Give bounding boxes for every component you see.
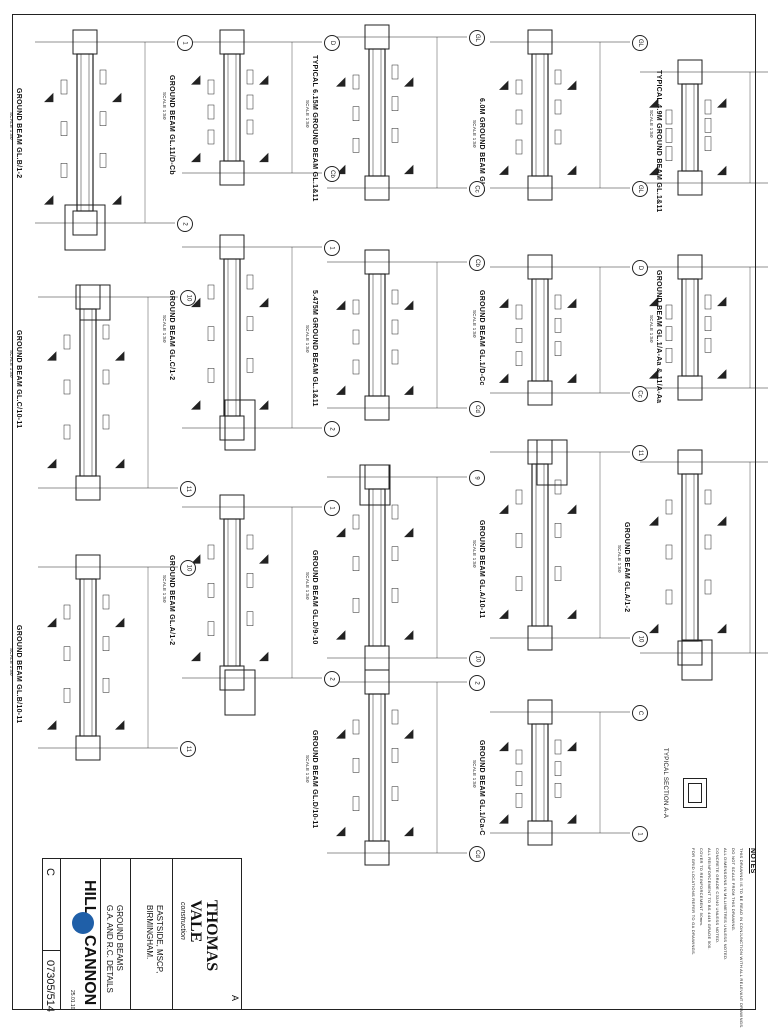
client-name-1: THOMAS	[203, 900, 220, 972]
beam-title: GROUND BEAM GL.1/D-Cc	[478, 290, 485, 386]
notes-heading: NOTES	[749, 848, 756, 874]
beam-scale: SCALE 1:50	[9, 648, 14, 676]
grid-bubble: Cb	[324, 166, 340, 182]
beam-title: GROUND BEAM GL.A/10-11	[478, 520, 485, 619]
note-item: ALL DIMENSIONS IN MILLIMETRES UNLESS NOT…	[723, 848, 728, 961]
firm-logo-left: HILL	[81, 880, 98, 916]
beam-title: TYPICAL 6.15M GROUND BEAM GL.1&11	[311, 55, 318, 202]
beam-title: GROUND BEAM GL.C/10-11	[15, 330, 22, 429]
beam-scale: SCALE 1:50	[162, 92, 167, 120]
title-block	[42, 858, 242, 1010]
grid-bubble: 1	[177, 35, 193, 51]
grid-bubble: Cd	[469, 401, 485, 417]
drawing-sheet	[12, 14, 756, 1010]
grid-bubble: 10	[469, 651, 485, 667]
beam-scale: SCALE 1:50	[472, 120, 477, 148]
drawing-number: 07305/514	[44, 960, 56, 1012]
grid-bubble: Cd	[469, 846, 485, 862]
date: 25.01.10	[69, 990, 75, 1010]
beam-title: GROUND BEAM GL.1/A-Aa & 11/A-Aa	[655, 270, 662, 404]
grid-bubble: 2	[469, 675, 485, 691]
note-item: COVER TO REINFORCEMENT 50mm.	[699, 848, 704, 927]
beam-scale: SCALE 1:50	[617, 545, 622, 573]
grid-bubble: 9	[469, 470, 485, 486]
revision-top: A	[230, 995, 240, 1002]
grid-bubble: 1	[324, 500, 340, 516]
beam-scale: SCALE 1:50	[162, 315, 167, 343]
beam-scale: SCALE 1:50	[305, 755, 310, 783]
grid-bubble: 2	[324, 671, 340, 687]
grid-bubble: 10	[180, 560, 196, 576]
beam-title: 5.475M GROUND BEAM GL.1&11	[311, 290, 318, 407]
grid-bubble: GL	[469, 30, 485, 46]
grid-bubble: Cb	[469, 255, 485, 271]
grid-bubble: Cc	[469, 181, 485, 197]
note-item: THIS DRAWING IS TO BE READ IN CONJUNCTIO…	[739, 848, 744, 1029]
grid-bubble: 1	[324, 240, 340, 256]
note-item: ALL REINFORCEMENT TO BS 4449 GRADE 500.	[707, 848, 712, 950]
beam-scale: SCALE 1:50	[162, 575, 167, 603]
beam-title: GROUND BEAM GL.A/1-2	[623, 522, 630, 613]
beam-scale: SCALE 1:50	[9, 350, 14, 378]
grid-bubble: GL	[632, 35, 648, 51]
project-line-2: BIRMINGHAM.	[145, 905, 154, 960]
note-item: FOR GRID LOCATIONS REFER TO GA DRAWINGS.	[691, 848, 696, 956]
note-item: CONCRETE GRADE C32/40 UNLESS NOTED.	[715, 848, 720, 944]
beam-title: GROUND BEAM GL.C/1-2	[168, 290, 175, 381]
beam-title: GROUND BEAM GL.11/D-Cb	[168, 75, 175, 175]
revision-letter: C	[44, 868, 56, 876]
beam-scale: SCALE 1:50	[472, 310, 477, 338]
client-name-2: VALE	[187, 900, 204, 943]
grid-bubble: 10	[180, 290, 196, 306]
grid-bubble: 11	[180, 741, 196, 757]
grid-bubble: D	[632, 260, 648, 276]
grid-bubble: C	[632, 705, 648, 721]
grid-bubble: 11	[180, 481, 196, 497]
beam-scale: SCALE 1:50	[649, 315, 654, 343]
grid-bubble: 10	[632, 631, 648, 647]
beam-scale: SCALE 1:50	[472, 760, 477, 788]
grid-bubble: 2	[324, 421, 340, 437]
grid-bubble: 2	[177, 216, 193, 232]
beam-title: GROUND BEAM GL.A/1-2	[168, 555, 175, 646]
beam-title: TYPICAL 4.9M GROUND BEAM GL.1&11	[655, 70, 662, 213]
beam-scale: SCALE 1:50	[305, 100, 310, 128]
beam-scale: SCALE 1:50	[9, 112, 14, 140]
beam-title: GROUND BEAM GL.1/Ca-C	[478, 740, 485, 836]
beam-scale: SCALE 1:50	[305, 325, 310, 353]
beam-scale: SCALE 1:50	[472, 540, 477, 568]
grid-bubble: GL	[632, 181, 648, 197]
beam-scale: SCALE 1:50	[305, 572, 310, 600]
beam-scale: SCALE 1:50	[649, 110, 654, 138]
project-line-1: EASTSIDE, MSCP,	[155, 905, 164, 974]
firm-logo-right: CANNON	[81, 935, 98, 1006]
drawing-title-2: G.A. AND R.C. DETAILS	[105, 905, 114, 993]
beam-title: 6.0M GROUND BEAM GL.1	[478, 98, 485, 193]
beam-title: GROUND BEAM GL.B/1-2	[15, 88, 22, 179]
section-box	[683, 778, 707, 808]
firm-logo-mark	[72, 912, 94, 934]
beam-title: GROUND BEAM GL.D/9-10	[311, 550, 318, 645]
grid-bubble: D	[324, 35, 340, 51]
client-name-3: construction	[179, 902, 186, 940]
grid-bubble: Cc	[632, 386, 648, 402]
beam-title: GROUND BEAM GL.D/10-11	[311, 730, 318, 829]
section-title: TYPICAL SECTION A-A	[662, 748, 668, 819]
drawing-title-1: GROUND BEAMS	[115, 905, 124, 971]
beam-title: GROUND BEAM GL.B/10-11	[15, 625, 22, 724]
section-link	[688, 783, 702, 803]
grid-bubble: 1	[632, 826, 648, 842]
grid-bubble: 11	[632, 445, 648, 461]
note-item: DO NOT SCALE FROM THIS DRAWING.	[731, 848, 736, 932]
